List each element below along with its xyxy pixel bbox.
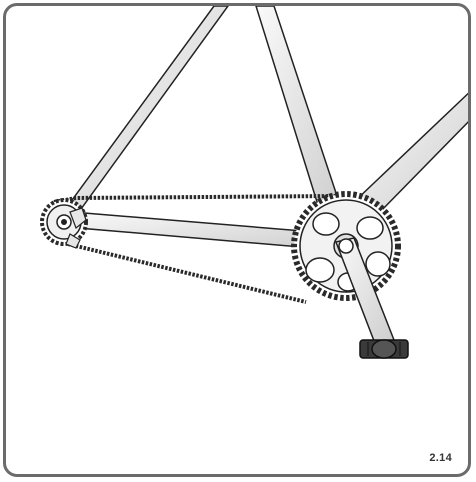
down-tube — [352, 92, 468, 217]
pedal-icon — [359, 339, 409, 359]
rear-cog-icon — [40, 198, 88, 249]
illustration-frame: 2.14 — [3, 3, 471, 477]
chain-lower — [67, 242, 307, 304]
seat-stay — [62, 6, 229, 217]
chain-upper — [53, 194, 337, 204]
bicycle-drivetrain-illustration — [40, 6, 468, 359]
crank-bolt — [338, 238, 354, 254]
seat-tube — [255, 6, 343, 219]
figure-number: 2.14 — [429, 452, 452, 464]
